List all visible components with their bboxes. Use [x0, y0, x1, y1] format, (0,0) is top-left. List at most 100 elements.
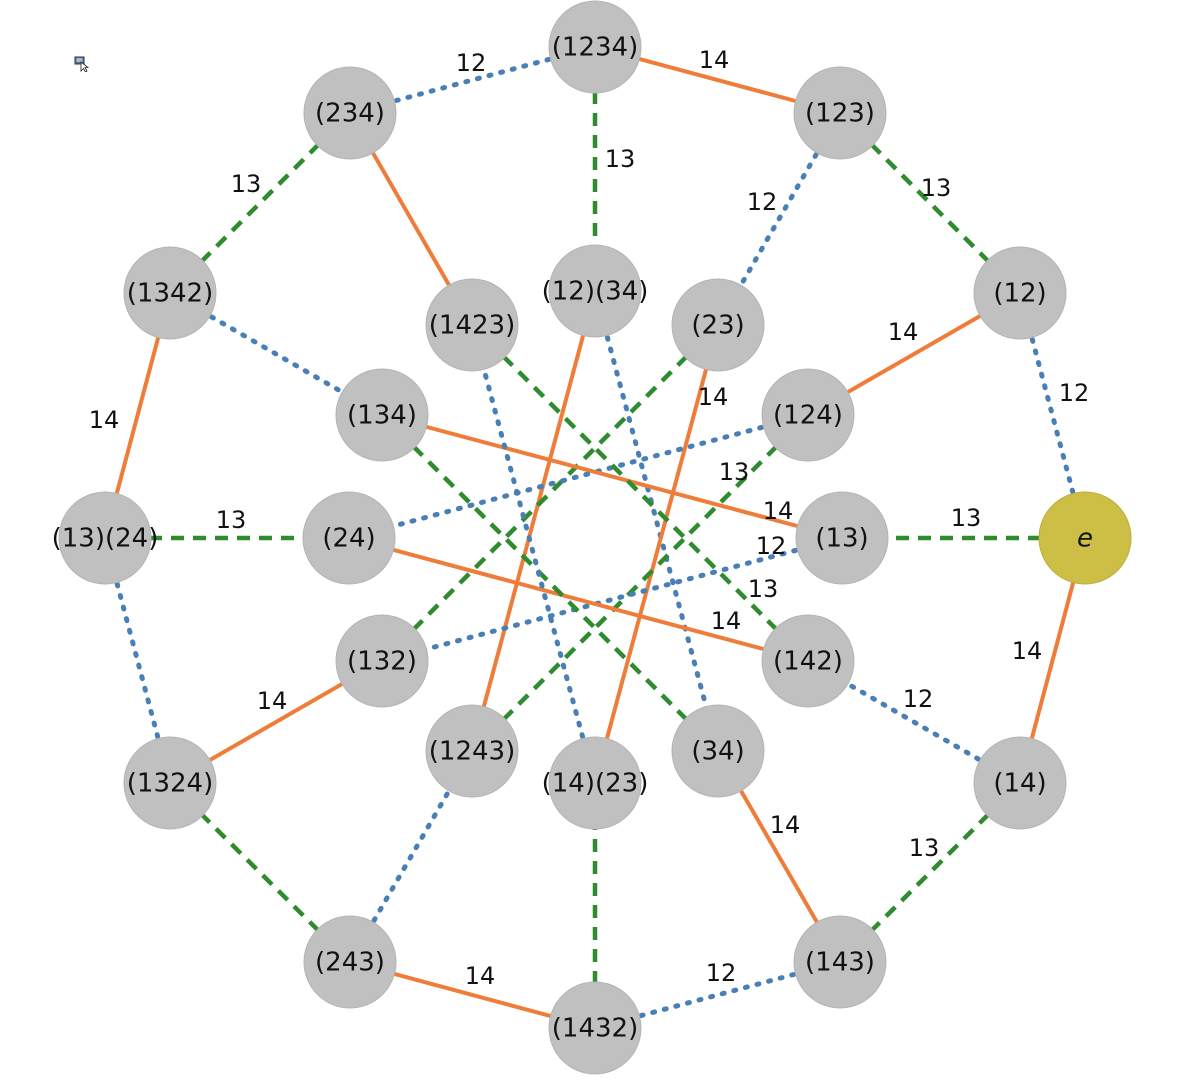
node-label: (12)	[993, 279, 1046, 309]
node-circle	[425, 704, 519, 798]
node-circle	[335, 614, 429, 708]
node-circle	[302, 491, 396, 585]
node-n24[interactable]: (24)	[302, 491, 396, 585]
node-circle	[793, 915, 887, 1009]
edge-label-14: 14	[763, 497, 794, 525]
node-circle	[303, 66, 397, 160]
node-circle	[793, 66, 887, 160]
node-label: (1234)	[552, 33, 638, 63]
node-circle	[548, 736, 642, 830]
edge-12-n12_34-n34	[592, 288, 721, 754]
node-label: (1324)	[127, 769, 213, 799]
node-label: (34)	[691, 737, 744, 767]
edge-12-n14_23-n1423	[469, 322, 598, 786]
node-n123[interactable]: (123)	[793, 66, 887, 160]
node-label: (123)	[805, 99, 875, 129]
node-e[interactable]: e	[1038, 491, 1132, 585]
edge-14-n142-n24	[347, 536, 810, 663]
node-n1234[interactable]: (1234)	[548, 0, 642, 94]
node-n14_23[interactable]: (14)(23)	[542, 736, 649, 830]
node-n1342[interactable]: (1342)	[123, 246, 217, 340]
node-label: (1243)	[429, 737, 515, 767]
node-circle	[548, 981, 642, 1075]
edge-14-n13-n134	[380, 413, 844, 540]
node-circle	[671, 278, 765, 372]
node-label: (14)	[993, 769, 1046, 799]
node-circle	[795, 491, 889, 585]
node-n1243[interactable]: (1243)	[425, 704, 519, 798]
node-label: (24)	[322, 524, 375, 554]
node-n142[interactable]: (142)	[761, 614, 855, 708]
node-n12_34[interactable]: (12)(34)	[542, 244, 649, 338]
node-n34[interactable]: (34)	[671, 704, 765, 798]
edge-label-12: 12	[1059, 379, 1090, 407]
node-circle	[671, 704, 765, 798]
node-n243[interactable]: (243)	[303, 915, 397, 1009]
edge-label-14: 14	[770, 811, 801, 839]
node-label: (143)	[805, 948, 875, 978]
edge-label-12: 12	[903, 685, 934, 713]
node-circle	[425, 278, 519, 372]
edge-label-13: 13	[748, 575, 779, 603]
node-n134[interactable]: (134)	[335, 368, 429, 462]
node-circle	[761, 368, 855, 462]
edge-label-13: 13	[231, 170, 262, 198]
node-label: (23)	[691, 311, 744, 341]
edge-label-14: 14	[465, 962, 496, 990]
node-n124[interactable]: (124)	[761, 368, 855, 462]
node-n1432[interactable]: (1432)	[548, 981, 642, 1075]
edge-label-14: 14	[1012, 637, 1043, 665]
node-circle	[335, 368, 429, 462]
nodes-layer: (1234) (123) (12) e (14) (143) (1432) (243) (132…	[52, 0, 1132, 1075]
node-label: (1423)	[429, 311, 515, 341]
cursor-icon	[74, 56, 90, 73]
edge-label-14: 14	[698, 383, 729, 411]
node-n23[interactable]: (23)	[671, 278, 765, 372]
node-circle	[548, 0, 642, 94]
edge-label-13: 13	[216, 506, 247, 534]
edge-12-n124-n24	[346, 412, 811, 541]
node-n143[interactable]: (143)	[793, 915, 887, 1009]
edge-label-12: 12	[756, 532, 787, 560]
identity-node-circle	[1038, 491, 1132, 585]
edge-label-14: 14	[89, 406, 120, 434]
node-label: (132)	[347, 647, 417, 677]
node-label: (13)	[815, 524, 868, 554]
node-circle	[973, 736, 1067, 830]
node-label: (1342)	[127, 279, 213, 309]
edge-label-13: 13	[605, 145, 636, 173]
node-n13[interactable]: (13)	[795, 491, 889, 585]
node-label: (243)	[315, 948, 385, 978]
edge-14-n12_34-n1243	[470, 289, 597, 753]
node-label: (14)(23)	[542, 769, 649, 799]
node-circle	[303, 915, 397, 1009]
node-circle	[973, 246, 1067, 340]
edge-14-n23-n14_23	[593, 323, 720, 785]
node-label: e	[1077, 524, 1093, 554]
edge-label-13: 13	[921, 174, 952, 202]
node-n132[interactable]: (132)	[335, 614, 429, 708]
node-label: (124)	[773, 401, 843, 431]
node-circle	[548, 244, 642, 338]
edge-label-14: 14	[699, 46, 730, 74]
node-n14[interactable]: (14)	[973, 736, 1067, 830]
node-n234[interactable]: (234)	[303, 66, 397, 160]
node-circle	[123, 736, 217, 830]
edge-label-14: 14	[257, 687, 288, 715]
node-label: (12)(34)	[542, 277, 649, 307]
node-n12[interactable]: (12)	[973, 246, 1067, 340]
node-label: (134)	[347, 401, 417, 431]
edge-label-13: 13	[719, 458, 750, 486]
node-circle	[123, 246, 217, 340]
node-n1423[interactable]: (1423)	[425, 278, 519, 372]
node-circle	[761, 614, 855, 708]
edge-12-n13-n132	[379, 535, 845, 664]
node-n1324[interactable]: (1324)	[123, 736, 217, 830]
edge-label-13: 13	[951, 504, 982, 532]
node-n13_24[interactable]: (13)(24)	[52, 491, 159, 585]
node-label: (234)	[315, 99, 385, 129]
node-label: (142)	[773, 647, 843, 677]
edge-label-14: 14	[711, 607, 742, 635]
